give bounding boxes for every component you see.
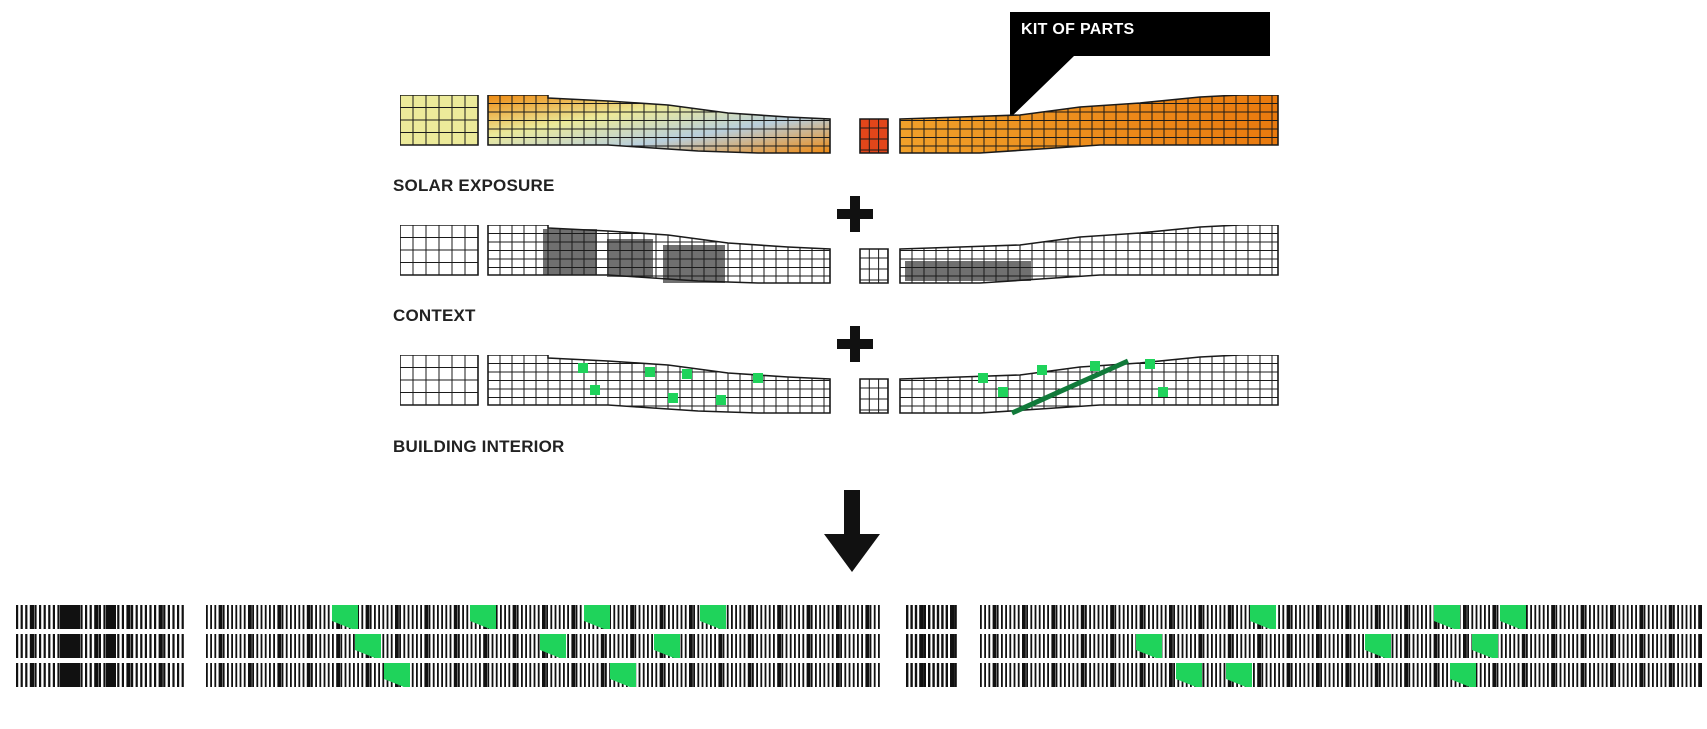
segment-outline bbox=[899, 95, 1279, 154]
interior-cell bbox=[753, 373, 763, 383]
result-green-panel bbox=[700, 605, 726, 629]
segment-outline bbox=[400, 225, 479, 276]
interior-cell bbox=[1158, 387, 1168, 397]
result-green-panel bbox=[610, 663, 636, 687]
result-green-panel bbox=[1176, 663, 1202, 687]
result-green-panel bbox=[584, 605, 610, 629]
result-solid-bar bbox=[106, 605, 116, 629]
result-green-panel bbox=[1365, 634, 1391, 658]
interior-cell bbox=[578, 363, 588, 373]
grid-lines bbox=[400, 225, 478, 275]
solar-exposure-label: SOLAR EXPOSURE bbox=[393, 176, 555, 195]
result-middle-stripes bbox=[906, 634, 957, 658]
building-interior-row bbox=[400, 355, 1279, 416]
interior-cell bbox=[1037, 365, 1047, 375]
grid-lines bbox=[860, 249, 888, 283]
result-solid-bar bbox=[60, 634, 70, 658]
plus-icon bbox=[837, 326, 873, 362]
segment-outline bbox=[487, 355, 831, 414]
result-green-panel bbox=[1434, 605, 1460, 629]
result-block-stripes bbox=[16, 634, 184, 658]
interior-cell bbox=[668, 393, 678, 403]
interior-cell bbox=[716, 395, 726, 405]
context-label: CONTEXT bbox=[393, 306, 476, 325]
down-arrow-icon bbox=[824, 490, 880, 572]
interior-cell bbox=[682, 369, 692, 379]
result-green-panel bbox=[1450, 663, 1476, 687]
result-green-panel bbox=[1472, 634, 1498, 658]
segment-outline bbox=[487, 95, 831, 154]
interior-cell bbox=[998, 387, 1008, 397]
result-right-stripes bbox=[980, 634, 1702, 658]
result-green-panel bbox=[654, 634, 680, 658]
context-patch bbox=[607, 239, 653, 277]
result-green-panel bbox=[1136, 634, 1162, 658]
result-green-panel bbox=[1226, 663, 1252, 687]
grid-lines bbox=[400, 95, 478, 145]
interior-cell bbox=[1090, 361, 1100, 371]
interior-cell bbox=[645, 367, 655, 377]
segment-outline bbox=[400, 95, 479, 146]
result-right-stripes bbox=[980, 605, 1702, 629]
result-solid-bar bbox=[70, 605, 80, 629]
context-row bbox=[400, 225, 1279, 285]
grid-lines bbox=[400, 355, 478, 405]
result-left-stripes bbox=[206, 605, 880, 629]
kit-of-parts-label: KIT OF PARTS bbox=[1021, 21, 1135, 38]
grid-lines bbox=[860, 379, 888, 413]
solar-exposure-row bbox=[400, 95, 1279, 154]
segment-outline bbox=[859, 248, 889, 284]
interior-cell bbox=[590, 385, 600, 395]
result-solid-bar bbox=[60, 663, 70, 687]
result-green-panel bbox=[332, 605, 358, 629]
interior-cell bbox=[978, 373, 988, 383]
result-green-panel bbox=[355, 634, 381, 658]
result-green-panel bbox=[540, 634, 566, 658]
result-facade bbox=[16, 605, 1702, 687]
result-solid-bar bbox=[106, 634, 116, 658]
result-block-stripes bbox=[16, 663, 184, 687]
grid-lines bbox=[488, 355, 830, 413]
context-patch bbox=[663, 245, 725, 283]
segment-outline bbox=[400, 355, 479, 406]
result-solid-bar bbox=[70, 663, 80, 687]
result-middle-stripes bbox=[906, 605, 957, 629]
result-block-stripes bbox=[16, 605, 184, 629]
segment-outline bbox=[899, 225, 1279, 284]
result-solid-bar bbox=[106, 663, 116, 687]
kit-of-parts-callout bbox=[1010, 12, 1270, 118]
result-green-panel bbox=[1500, 605, 1526, 629]
building-interior-label: BUILDING INTERIOR bbox=[393, 437, 565, 456]
result-solid-bar bbox=[60, 605, 70, 629]
interior-ramp bbox=[1010, 358, 1130, 416]
segment-outline bbox=[859, 378, 889, 414]
solar-left-fill bbox=[488, 95, 830, 153]
solar-right-fill bbox=[900, 95, 1278, 153]
result-middle-stripes bbox=[906, 663, 957, 687]
segment-outline bbox=[487, 225, 831, 284]
plus-icon bbox=[837, 196, 873, 232]
segment-outline bbox=[859, 118, 889, 154]
solar-middle-fill bbox=[860, 119, 888, 153]
context-patch bbox=[543, 229, 597, 275]
interior-cell bbox=[1145, 359, 1155, 369]
result-left-stripes bbox=[206, 663, 880, 687]
result-green-panel bbox=[384, 663, 410, 687]
result-right-stripes bbox=[980, 663, 1702, 687]
result-green-panel bbox=[1250, 605, 1276, 629]
result-green-panel bbox=[470, 605, 496, 629]
result-solid-bar bbox=[70, 634, 80, 658]
